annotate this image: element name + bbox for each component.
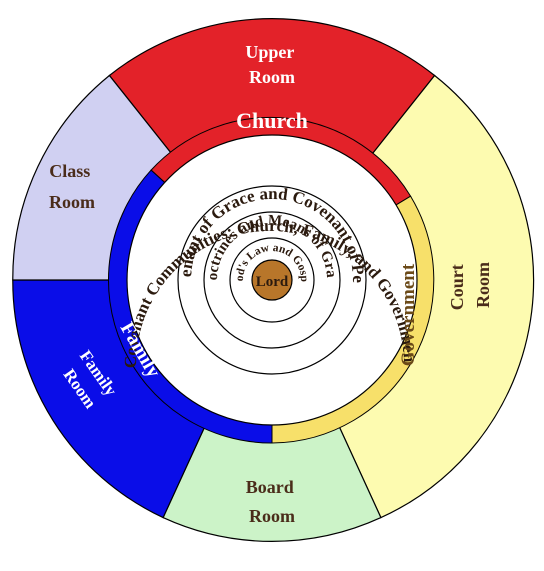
court-room-label: Court Room: [447, 260, 493, 311]
lord-label: Lord: [256, 274, 289, 290]
lord-center: [251, 259, 293, 301]
church-label: Church: [236, 108, 308, 133]
government-label: Government: [398, 263, 419, 366]
class-room-label: Class Room: [49, 161, 95, 212]
board-room-label: Board Room: [246, 477, 299, 526]
upper-room-label: Upper Room: [245, 42, 298, 87]
